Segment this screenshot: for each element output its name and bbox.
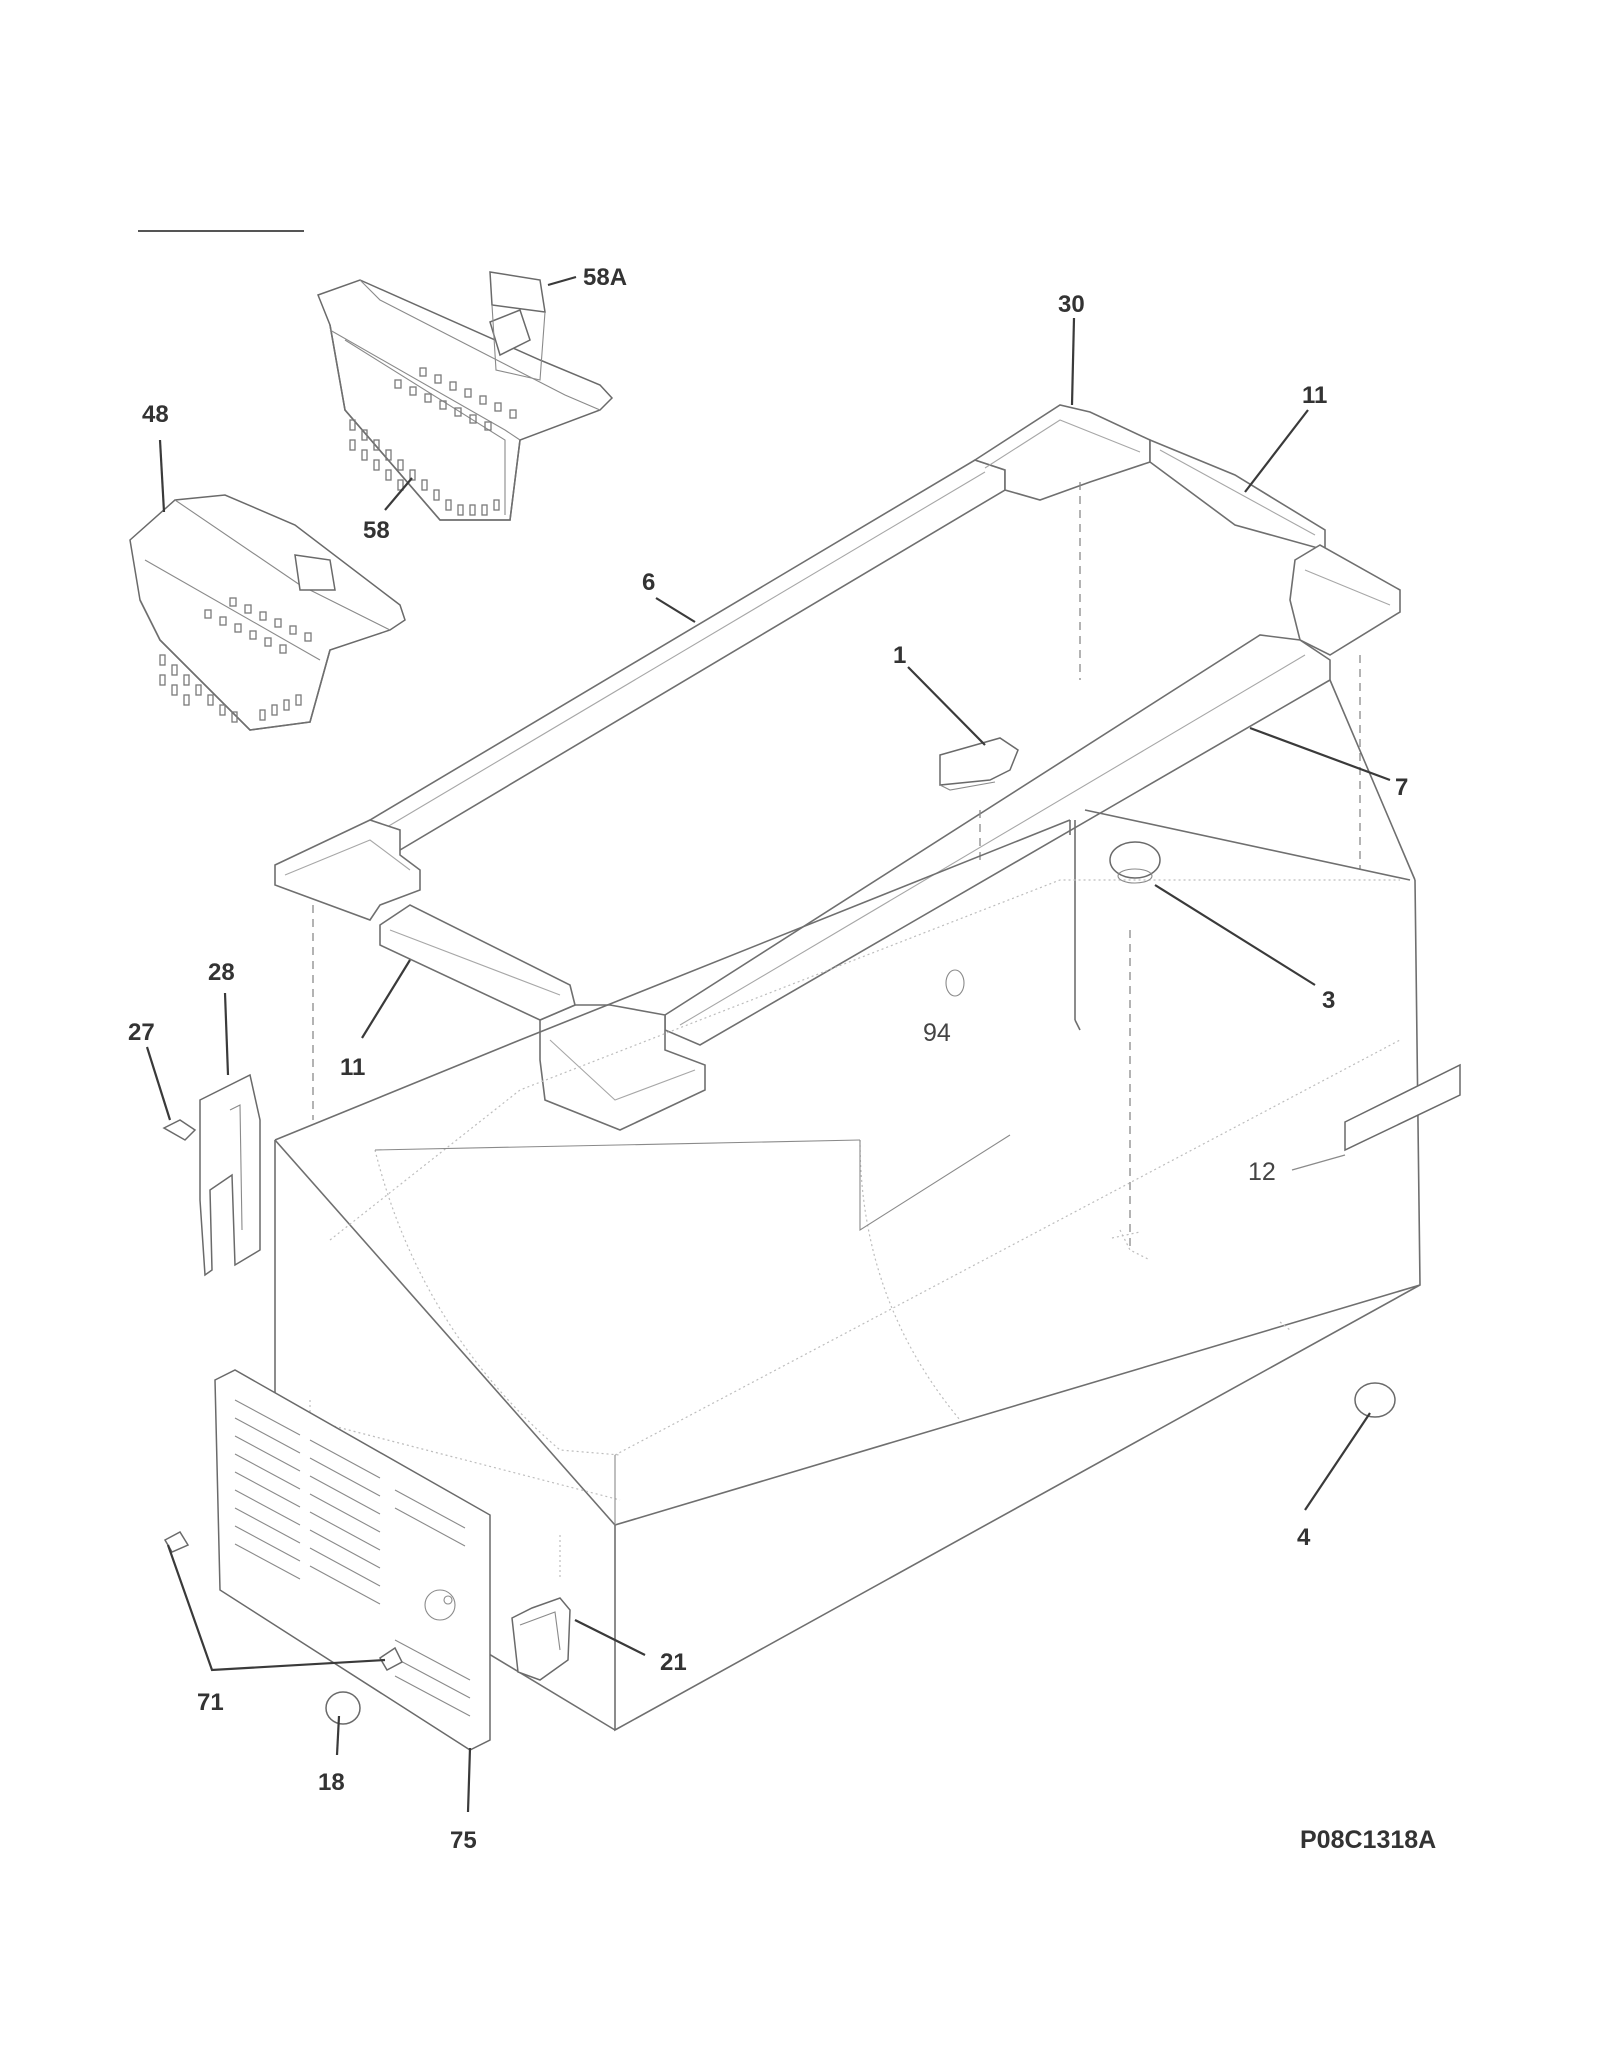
callout-3: 3 (1322, 987, 1335, 1014)
callout-11-top: 11 (1302, 382, 1327, 409)
callout-4: 4 (1297, 1524, 1311, 1551)
callout-1: 1 (893, 642, 906, 669)
callout-58A: 58A (583, 264, 627, 291)
basket-48 (129, 494, 406, 731)
callout-27: 27 (128, 1019, 155, 1046)
gasket-frame (274, 404, 1401, 1131)
callout-48: 48 (142, 401, 169, 428)
leader-lines (145, 275, 1391, 1813)
callout-21: 21 (660, 1649, 687, 1676)
knob-3 (1109, 841, 1161, 884)
callout-28: 28 (208, 959, 235, 986)
foot-18 (325, 1691, 361, 1725)
callout-58: 58 (363, 517, 390, 544)
callout-94: 94 (923, 1019, 951, 1047)
callout-30: 30 (1058, 291, 1085, 318)
callout-18: 18 (318, 1769, 345, 1796)
basket-handle-58A (489, 271, 546, 381)
callout-71: 71 (197, 1689, 224, 1716)
screw-27 (162, 1119, 197, 1141)
callout-11-bottom: 11 (340, 1054, 365, 1081)
callout-12: 12 (1248, 1158, 1276, 1186)
lock-1 (939, 737, 1019, 791)
thermostat-21 (511, 1597, 571, 1681)
callout-7: 7 (1395, 774, 1408, 801)
hinge-28 (199, 1073, 261, 1277)
label-12 (1344, 1063, 1461, 1152)
plug-94 (945, 969, 965, 997)
grille-75 (214, 1369, 491, 1751)
callout-75: 75 (450, 1827, 477, 1854)
callout-labels: 58A 48 58 30 11 6 1 7 3 28 27 11 94 12 4… (128, 264, 1436, 1854)
leg-4 (1354, 1382, 1396, 1418)
drawing-number: P08C1318A (1300, 1826, 1436, 1854)
basket-58 (317, 279, 614, 521)
screw-71 (163, 1531, 403, 1672)
callout-6: 6 (642, 569, 655, 596)
